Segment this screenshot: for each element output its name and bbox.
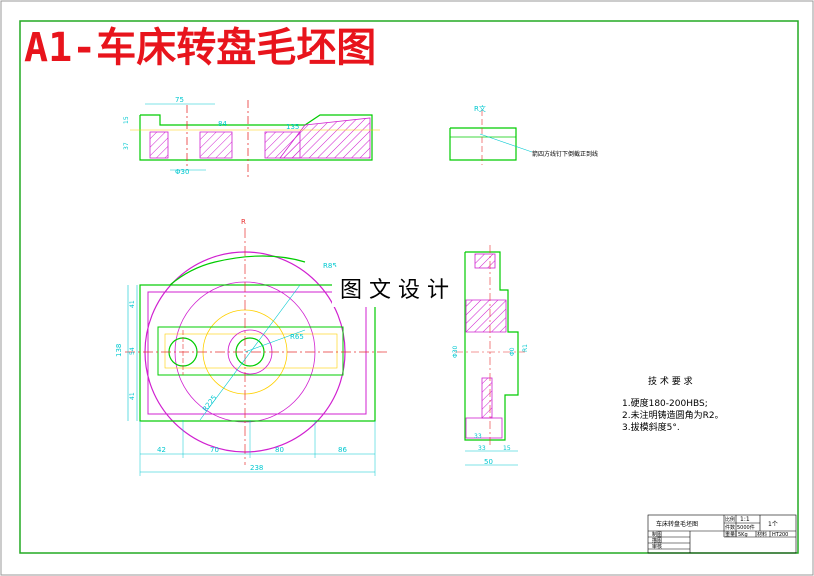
side-view: Φ30 Φ0 R1 33 33 15 50 — [452, 245, 529, 466]
front-dim-238: 238 — [250, 464, 263, 472]
top-hatch-4 — [279, 117, 371, 159]
side-dim-15: 15 — [503, 445, 511, 452]
drawing-frame — [19, 20, 799, 554]
side-hatch-base — [465, 417, 503, 439]
side-outline — [464, 251, 519, 441]
top-dim-15: 15 — [123, 116, 130, 124]
tech-req-item-3: 3.拔模斜度5°. — [622, 421, 680, 433]
tech-req-item-2: 2.未注明铸造圆角为R2。 — [622, 409, 724, 421]
front-slot-inner — [164, 333, 338, 369]
page-title: A1-车床转盘毛坯图 — [24, 25, 376, 71]
detail-note: 箭四方线钉下倒截正到线 — [532, 150, 598, 158]
top-dim-phi30: Φ30 — [175, 168, 189, 176]
front-radius-leader — [199, 284, 301, 421]
front-top-arc — [169, 255, 306, 286]
tb-scale-label: 比例 — [725, 516, 735, 523]
top-dim-84: 84 — [218, 120, 227, 128]
top-view: 75 84 135 Φ30 15 37 — [123, 96, 380, 180]
tb-check-label: 审核 — [652, 543, 662, 550]
watermark: 图 文 设 计 — [340, 278, 449, 303]
title-block-text: 车床转盘毛坯图 比例 1:1 1个 件数 5000件 重量 5Kg 材料 HT2… — [652, 516, 788, 550]
tb-weight-label: 重量 — [725, 531, 735, 538]
side-hatch-top — [474, 253, 496, 269]
detail-radius-label: R文 — [474, 104, 486, 113]
side-dim-50: 50 — [484, 458, 493, 466]
front-dim-80: 80 — [275, 446, 284, 454]
tb-weight-value: 5Kg — [738, 532, 748, 538]
detail-outline — [449, 127, 517, 161]
top-view-outline — [139, 114, 373, 161]
tb-design-label: 描图 — [652, 537, 662, 544]
front-center-mark: R — [241, 218, 246, 226]
front-dim-41-bottom: 41 — [129, 392, 136, 400]
side-dim-33-inner: 33 — [474, 433, 482, 440]
tech-req-item-1: 1.硬度180-200HBS; — [622, 397, 708, 409]
tb-name: 车床转盘毛坯图 — [656, 520, 698, 528]
tech-requirements: 技 术 要 求 1.硬度180-200HBS; 2.未注明铸造圆角为R2。 3.… — [622, 375, 724, 433]
top-hatch-2 — [199, 131, 233, 159]
side-dim-phi0: Φ0 — [509, 347, 516, 356]
front-dim-86: 86 — [338, 446, 347, 454]
tb-material-value: HT200 — [772, 532, 788, 538]
front-dim-41-top: 41 — [129, 300, 136, 308]
tb-batch-value: 5000件 — [737, 524, 755, 531]
front-dim-70: 70 — [210, 446, 219, 454]
front-dim-r225: R225 — [201, 394, 218, 413]
top-dim-37: 37 — [123, 142, 130, 150]
tb-qty-value: 1个 — [768, 521, 778, 528]
tb-batch-label: 件数 — [725, 524, 735, 531]
detail-view: R文 箭四方线钉下倒截正到线 — [449, 104, 598, 165]
front-radius-leader-2 — [244, 329, 306, 353]
front-dim-r65: R65 — [290, 333, 304, 341]
top-dim-135: 135 — [286, 123, 299, 131]
front-dim-r85: R85 — [323, 262, 337, 270]
side-dim-r1: R1 — [522, 344, 529, 352]
front-slot — [157, 326, 344, 376]
title-block — [647, 514, 797, 554]
front-view: R R85 R65 R225 138 41 54 41 42 70 80 86 … — [115, 218, 390, 476]
side-hatch-bottom — [481, 377, 493, 419]
side-dim-33: 33 — [478, 445, 486, 452]
tb-material-label: 材料 — [757, 531, 767, 538]
top-hatch-1 — [149, 131, 169, 159]
tb-scale-value: 1:1 — [740, 516, 750, 523]
front-dim-138: 138 — [115, 344, 123, 357]
tb-draw-label: 制图 — [652, 531, 662, 538]
front-body-outline — [139, 284, 376, 422]
detail-leader — [479, 133, 533, 153]
front-dim-42: 42 — [157, 446, 166, 454]
front-body-inner — [147, 291, 367, 415]
front-dim-54: 54 — [129, 347, 136, 355]
side-dim-phi30: Φ30 — [452, 345, 459, 358]
tech-req-heading: 技 术 要 求 — [648, 375, 693, 387]
side-hatch-mid — [465, 299, 507, 333]
top-dim-75: 75 — [175, 96, 184, 104]
